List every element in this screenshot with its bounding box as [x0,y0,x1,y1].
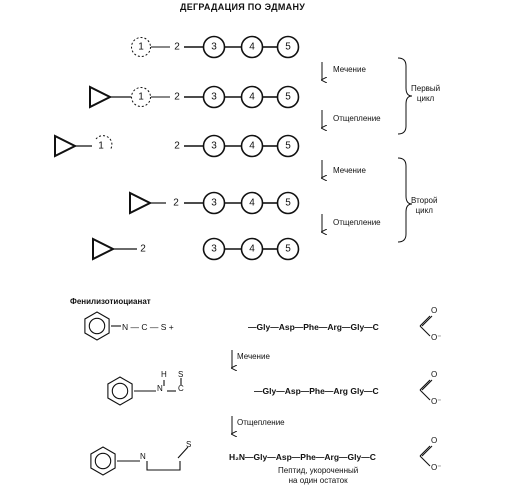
aromatic-circle [88,317,106,335]
residue-number-5: 5 [285,198,291,209]
first-cycle-line-1: Первый [411,84,441,93]
carboxyl-bond-bottom-3 [419,455,431,467]
residue-circle-1 [131,87,151,107]
o-top-2: O [431,370,438,379]
residue-number-1: 1 [138,42,144,53]
carboxyl-bond-double-3 [421,445,433,457]
bond [177,446,189,459]
brace-second-cycle [397,157,413,243]
step-label-cleavage-2: Отщепление [333,218,381,227]
atom-c-mid: C [178,384,184,393]
peptide-line-3: H₂N—Gly—Asp—Phe—Arg—Gly—C [229,452,376,462]
second-cycle-line-1: Второй [411,196,438,205]
benzene-product [90,446,116,476]
o-minus-1: O⁻ [431,333,442,342]
carboxyl-bond-top-1 [419,315,431,327]
o-top-1: O [431,306,438,315]
second-cycle-line-2: цикл [415,206,433,215]
step-label-cleavage-3: Отщепление [237,418,285,427]
step-label-labeling-3: Мечение [237,352,270,361]
carboxyl-bond-double-2 [421,379,433,391]
residue-number-5: 5 [285,244,291,255]
chain-row-4: 3 4 5 2 [129,191,300,215]
residue-number-2: 2 [173,198,179,209]
residue-number-2: 2 [174,92,180,103]
residue-number-5: 5 [285,42,291,53]
benzene-ring [84,311,110,341]
atom-n-bottom: N [140,452,146,461]
peptide-line-2: —Gly—Asp—Phe—Arg Gly—C [254,386,379,396]
residue-number-3: 3 [211,244,217,255]
note-line-2: на один остаток [288,476,348,485]
step-label-labeling-1: Мечение [333,65,366,74]
residue-number-3: 3 [211,42,217,53]
benzene-labeled [107,376,133,406]
ptc-triangle [54,134,78,158]
first-cycle-line-2: цикл [416,94,435,103]
carboxyl-bond-top-3 [419,445,431,457]
residue-number-4: 4 [249,141,255,152]
residue-number-1: 1 [138,92,144,103]
chain-row-1: 3 4 5 2 1 [131,35,300,59]
residue-circle-1 [131,37,151,57]
residue-number-4: 4 [249,244,255,255]
step-label-cleavage-1: Отщепление [333,114,381,123]
benzene-ring [90,446,116,476]
residue-number-2: 2 [174,141,180,152]
carboxyl-bond-top-2 [419,379,431,391]
benzene-reagent [84,311,110,341]
chain-row-5: 3 4 5 2 [92,237,300,261]
residue-number-4: 4 [249,198,255,209]
ptc-triangle [92,237,116,261]
residue-circle-1-partial [95,135,113,151]
reagent-name: Фенилизотиоцианат [70,297,151,306]
second-cycle-label: Второй цикл [411,196,437,216]
residue-number-1: 1 [98,141,104,152]
chain-row-3: 3 4 5 2 1 [54,134,300,158]
shortened-peptide-note: Пептид, укороченный на один остаток [278,466,358,486]
carboxyl-bond-double-1 [421,315,433,327]
ptc-triangle [129,191,153,215]
residue-number-2: 2 [140,244,146,255]
ptc-triangle [89,85,113,109]
note-line-1: Пептид, укороченный [278,466,359,475]
atom-s-bottom: S [186,440,192,449]
first-cycle-label: Первый цикл [411,84,440,104]
carboxyl-bond-bottom-2 [419,389,431,401]
residue-number-2: 2 [174,42,180,53]
residue-number-4: 4 [249,92,255,103]
step-label-labeling-2: Мечение [333,166,366,175]
residue-number-3: 3 [211,141,217,152]
peptide-line-1: —Gly—Asp—Phe—Arg—Gly—C [248,322,379,332]
carboxyl-bond-bottom-1 [419,325,431,337]
residue-number-5: 5 [285,141,291,152]
brace-first-cycle [397,57,413,135]
page-title: ДЕГРАДАЦИЯ ПО ЭДМАНУ [180,2,306,12]
aromatic-circle [94,452,112,470]
atom-h-mid: H [161,370,167,379]
residue-number-3: 3 [211,92,217,103]
reagent-formula: N — C — S + [122,322,174,332]
atom-s-mid: S [178,370,184,379]
benzene-ring [107,376,133,406]
molecule-drawings [84,311,433,476]
o-minus-2: O⁻ [431,397,442,406]
chain-row-2: 3 4 5 2 1 [89,85,300,109]
cycle-braces [397,57,413,243]
o-minus-3: O⁻ [431,463,442,472]
aromatic-circle [111,382,129,400]
ring-bond [146,461,181,471]
atom-n-mid: N [157,384,163,393]
residue-number-5: 5 [285,92,291,103]
chain-rows: 3 4 5 2 1 3 4 5 2 1 3 4 5 2 1 3 4 5 2 3 4 5 2 [54,35,300,261]
step-arrows [232,62,322,434]
o-top-3: O [431,436,438,445]
residue-number-4: 4 [249,42,255,53]
residue-number-3: 3 [211,198,217,209]
